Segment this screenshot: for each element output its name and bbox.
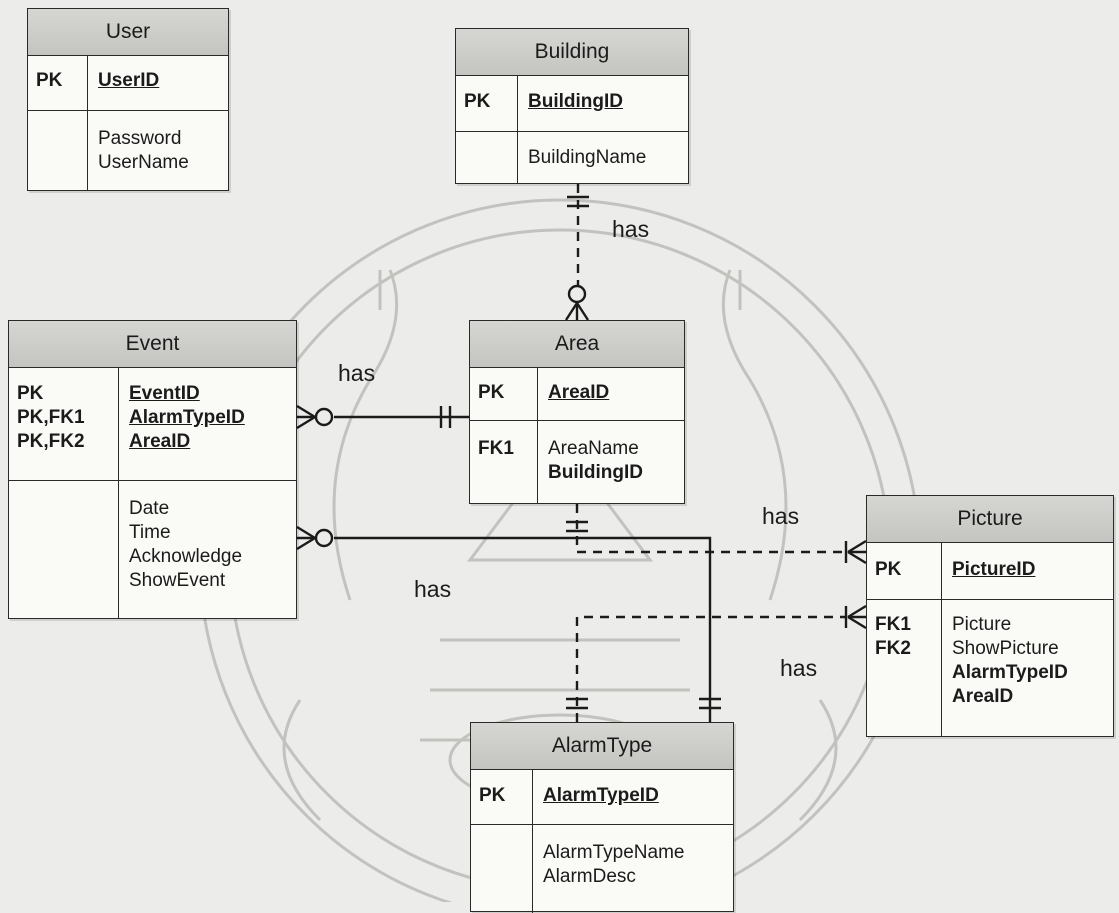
event-crow-2c xyxy=(296,536,316,551)
entity-area: Area PK AreaID FK1 AreaName BuildingID xyxy=(469,320,685,504)
attribute: AreaName xyxy=(548,438,639,459)
event-crow-1c xyxy=(296,415,316,430)
pk-attribute: UserID xyxy=(98,70,160,91)
area-picture-line xyxy=(575,504,845,554)
event-crow-1a xyxy=(296,404,316,419)
alarmtype-picture-line xyxy=(575,615,845,722)
pk-section: PK AreaID xyxy=(470,368,684,421)
attribute: UserName xyxy=(98,152,189,173)
key-label: PK xyxy=(36,70,63,91)
attribute-section: BuildingName xyxy=(456,132,688,184)
area-picture-label: has xyxy=(762,503,800,529)
attribute: Acknowledge xyxy=(129,546,243,567)
attribute: ShowEvent xyxy=(129,570,226,591)
alarmtype-event-label: has xyxy=(414,576,452,602)
pk-attribute: AlarmTypeID xyxy=(543,785,659,806)
key-label: PK xyxy=(875,559,902,580)
entity-title: Building xyxy=(456,29,688,76)
attribute: BuildingName xyxy=(528,147,647,168)
key-label: PK xyxy=(479,785,506,806)
pk-attribute: AreaID xyxy=(129,431,191,452)
key-label: PK xyxy=(478,382,505,403)
key-label: PK xyxy=(464,91,491,112)
attribute: AlarmDesc xyxy=(543,866,636,887)
entity-title: Picture xyxy=(867,496,1113,543)
picture-crow-1c xyxy=(847,550,867,565)
pk-section: PK AlarmTypeID xyxy=(471,770,733,825)
pk-section: PK PK,FK1 PK,FK2 EventID AlarmTypeID Are… xyxy=(9,368,296,481)
pk-section: PK BuildingID xyxy=(456,76,688,132)
entity-title: AlarmType xyxy=(471,723,733,770)
entity-user: User PK UserID Password UserName xyxy=(27,8,229,191)
attribute: Time xyxy=(129,522,171,543)
area-crow-foot-3 xyxy=(575,302,590,321)
picture-crow-2a xyxy=(847,604,867,619)
pk-section: PK UserID xyxy=(28,56,228,111)
attribute-section: Password UserName xyxy=(28,111,228,191)
pk-attribute: AlarmTypeID xyxy=(129,407,245,428)
key-label: FK1 xyxy=(478,438,514,459)
key-label: FK1 xyxy=(875,614,911,635)
fk-attribute: AreaID xyxy=(952,686,1014,707)
entity-title: Area xyxy=(470,321,684,368)
key-label: PK,FK2 xyxy=(17,431,85,452)
attribute-section: FK1 AreaName BuildingID xyxy=(470,421,684,503)
event-zero-circle-2 xyxy=(314,528,334,548)
event-crow-2a xyxy=(296,525,316,540)
entity-alarmtype: AlarmType PK AlarmTypeID AlarmTypeName A… xyxy=(470,722,734,913)
area-event-label: has xyxy=(338,360,376,386)
event-zero-circle-1 xyxy=(314,407,334,427)
pk-attribute: EventID xyxy=(129,383,200,404)
pk-attribute: PictureID xyxy=(952,559,1036,580)
attribute-section: FK1 FK2 Picture ShowPicture AlarmTypeID … xyxy=(867,600,1113,736)
pk-attribute: BuildingID xyxy=(528,91,623,112)
area-crow-foot-1 xyxy=(564,302,579,321)
picture-crow-1a xyxy=(847,539,867,554)
entity-event: Event PK PK,FK1 PK,FK2 EventID AlarmType… xyxy=(8,320,297,619)
attribute: Password xyxy=(98,128,182,149)
key-label: PK xyxy=(17,383,44,404)
alarmtype-picture-label: has xyxy=(780,655,818,681)
picture-crow-2c xyxy=(847,615,867,630)
attribute: Date xyxy=(129,498,170,519)
alarmtype-event-line xyxy=(334,536,712,722)
attribute: ShowPicture xyxy=(952,638,1059,659)
entity-title: User xyxy=(28,9,228,56)
key-label: FK2 xyxy=(875,638,911,659)
attribute-section: AlarmTypeName AlarmDesc xyxy=(471,825,733,913)
attribute: AlarmTypeName xyxy=(543,842,685,863)
entity-picture: Picture PK PictureID FK1 FK2 Picture Sho… xyxy=(866,495,1114,737)
key-label: PK,FK1 xyxy=(17,407,85,428)
area-zero-circle xyxy=(567,284,587,304)
fk-attribute: AlarmTypeID xyxy=(952,662,1068,683)
building-area-label: has xyxy=(612,216,650,242)
attribute-section: Date Time Acknowledge ShowEvent xyxy=(9,481,296,619)
fk-attribute: BuildingID xyxy=(548,462,643,483)
pk-attribute: AreaID xyxy=(548,382,610,403)
entity-title: Event xyxy=(9,321,296,368)
attribute: Picture xyxy=(952,614,1012,635)
entity-building: Building PK BuildingID BuildingName xyxy=(455,28,689,184)
pk-section: PK PictureID xyxy=(867,543,1113,600)
